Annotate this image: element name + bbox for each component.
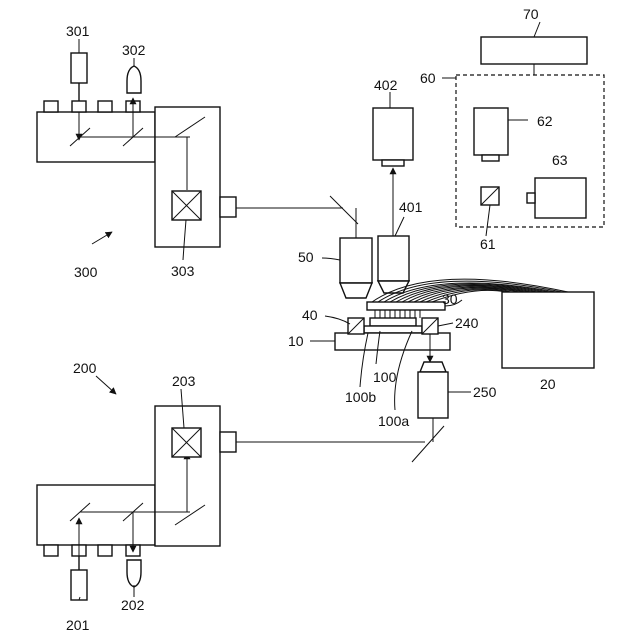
label-40: 40: [302, 307, 318, 323]
control-block: [456, 37, 604, 227]
sample-100: [370, 318, 416, 326]
objective-401: [378, 236, 409, 281]
label-401: 401: [399, 199, 423, 215]
label-70: 70: [523, 6, 539, 22]
label-62: 62: [537, 113, 553, 129]
sample-holder: [364, 326, 422, 333]
objective-50-tip: [340, 283, 372, 298]
detector-202: [127, 560, 141, 587]
objective-50: [340, 238, 372, 283]
label-100a: 100a: [378, 413, 409, 429]
label-100b: 100b: [345, 389, 376, 405]
stage-10: [335, 333, 450, 350]
label-240: 240: [455, 315, 479, 331]
fold-mirror-upper: [330, 196, 358, 224]
label-60: 60: [420, 70, 436, 86]
electrode-plate-30: [367, 302, 445, 310]
connector-pad: [44, 101, 58, 112]
label-100: 100: [373, 369, 397, 385]
label-301: 301: [66, 23, 90, 39]
unit-20: [502, 292, 594, 368]
light-source-module-300: [37, 53, 343, 247]
unit-62: [474, 108, 508, 155]
label-30: 30: [442, 291, 458, 307]
source-301: [71, 53, 87, 83]
label-402: 402: [374, 77, 398, 93]
label-10: 10: [288, 333, 304, 349]
connector-pad: [44, 545, 58, 556]
camera-402: [373, 108, 413, 160]
output-port-300: [220, 197, 236, 217]
label-303: 303: [171, 263, 195, 279]
camera-402-lens: [382, 160, 404, 166]
unit-63-port: [527, 193, 535, 203]
label-50: 50: [298, 249, 314, 265]
connector-pad: [98, 101, 112, 112]
label-300: 300: [74, 264, 98, 280]
output-port-200: [220, 432, 236, 452]
label-302: 302: [122, 42, 146, 58]
unit-70: [481, 37, 587, 64]
label-200: 200: [73, 360, 97, 376]
connector-pad: [72, 101, 86, 112]
unit-63: [535, 178, 586, 218]
label-20: 20: [540, 376, 556, 392]
light-source-module-200: [37, 406, 425, 600]
central-optics: [330, 108, 450, 462]
detector-302: [127, 66, 141, 93]
label-250: 250: [473, 384, 497, 400]
label-202: 202: [121, 597, 145, 613]
label-201: 201: [66, 617, 90, 633]
label-203: 203: [172, 373, 196, 389]
module-200-left-housing: [37, 485, 155, 545]
label-63: 63: [552, 152, 568, 168]
connector-pad: [98, 545, 112, 556]
objective-250-tip: [420, 362, 446, 372]
electrode-pins: [375, 310, 420, 318]
unit-62-lens: [482, 155, 499, 161]
fold-mirror-lower: [412, 426, 444, 462]
objective-250: [418, 372, 448, 418]
source-201: [71, 570, 87, 600]
label-61: 61: [480, 236, 496, 252]
